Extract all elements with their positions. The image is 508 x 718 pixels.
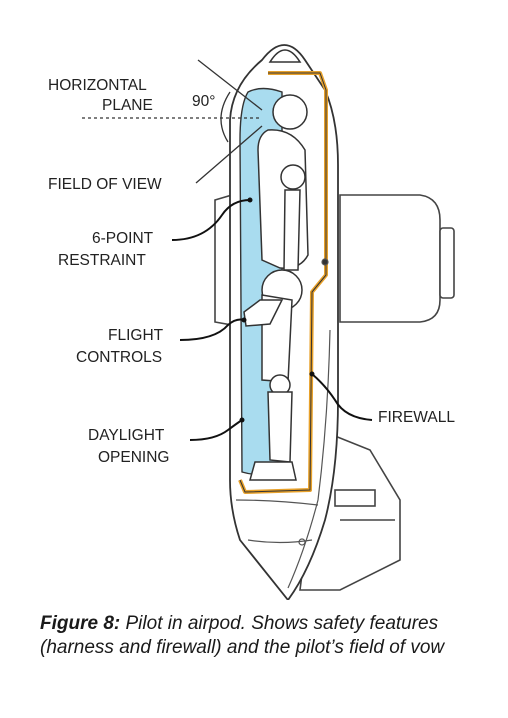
label-flight-controls-line1: FLIGHT	[108, 327, 164, 344]
angle-arc	[220, 91, 231, 143]
airpod-diagram: HORIZONTAL PLANE 90° FIELD OF VIEW 6-POI…	[48, 44, 455, 600]
caption-text: Pilot in airpod. Shows safety features (…	[40, 613, 445, 658]
figure-caption: Figure 8: Pilot in airpod. Shows safety …	[40, 612, 480, 660]
label-horizontal-plane-line2: PLANE	[102, 97, 153, 114]
label-horizontal-plane-line1: HORIZONTAL	[48, 77, 147, 94]
label-angle: 90°	[192, 93, 215, 110]
label-daylight-opening-line2: OPENING	[98, 449, 169, 466]
label-restraint-line1: 6-POINT	[92, 230, 154, 247]
figure-label: Figure 8:	[40, 613, 121, 634]
label-firewall: FIREWALL	[378, 409, 455, 426]
label-field-of-view: FIELD OF VIEW	[48, 176, 162, 193]
label-restraint-line2: RESTRAINT	[58, 252, 146, 269]
field-of-view-geometry	[82, 59, 263, 184]
label-flight-controls-line2: CONTROLS	[76, 349, 162, 366]
pilot-figure	[243, 94, 309, 481]
leader-lines	[171, 199, 373, 441]
pod-detail-lines	[235, 258, 331, 589]
label-daylight-opening-line1: DAYLIGHT	[88, 427, 165, 444]
